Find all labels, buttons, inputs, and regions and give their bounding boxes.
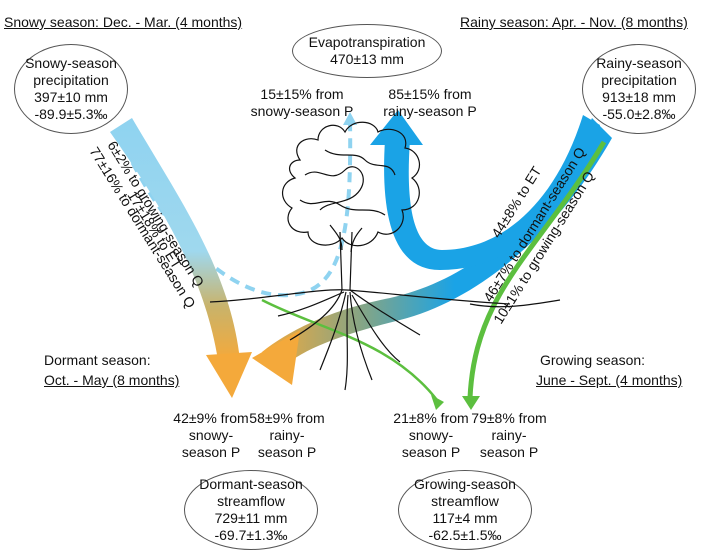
- rainy-to-dormant-band: [262, 118, 612, 370]
- snowy-to-dormant-band: [110, 118, 240, 360]
- et-line1: Evapotranspiration: [308, 34, 426, 50]
- dormant-snowy-source-line1: 42±9% from: [173, 410, 249, 426]
- dormant-season-title: Dormant season:: [44, 352, 151, 368]
- dormant-snowy-source-line3: season P: [181, 444, 241, 460]
- dormant-q-line2: streamflow: [217, 493, 285, 509]
- growing-rainy-source: 79±8% from rainy- season P: [464, 410, 554, 461]
- growing-streamflow-node: Growing-season streamflow 117±4 mm -62.5…: [398, 470, 532, 550]
- growing-season-range: June - Sept. (4 months): [536, 372, 683, 388]
- dormant-arrowhead-left: [206, 352, 252, 398]
- rainy-to-et-band: [384, 115, 600, 270]
- snowy-precip-line2: precipitation: [33, 72, 109, 88]
- snowy-precipitation-node: Snowy-season precipitation 397±10 mm -89…: [14, 44, 128, 134]
- dormant-rainy-source-line3: season P: [257, 444, 317, 460]
- rainy-growing-arrowhead: [462, 396, 480, 410]
- tree-illustration: [209, 121, 561, 391]
- et-line2: 470±13 mm: [330, 51, 404, 67]
- snowy-to-growing-flow: [261, 298, 438, 401]
- dormant-q-line1: Dormant-season: [199, 476, 303, 492]
- dormant-rainy-source-line1: 58±9% from: [249, 410, 325, 426]
- dormant-q-line4: -69.7±1.3‰: [214, 527, 288, 543]
- et-rainy-source-line2: rainy-season P: [383, 103, 477, 119]
- snowy-growing-arrowhead: [431, 395, 444, 410]
- rainy-precip-line2: precipitation: [601, 72, 677, 88]
- et-rainy-source-line1: 85±15% from: [388, 86, 472, 102]
- dormant-rainy-source: 58±9% from rainy- season P: [242, 410, 332, 461]
- et-rainy-source: 85±15% from rainy-season P: [374, 86, 486, 120]
- snowy-precip-line3: 397±10 mm: [34, 89, 108, 105]
- dormant-snowy-source-line2: snowy-: [188, 427, 234, 443]
- snowy-precip-line4: -89.9±5.3‰: [34, 106, 108, 122]
- dormant-streamflow-node: Dormant-season streamflow 729±11 mm -69.…: [184, 470, 318, 550]
- snowy-season-heading: Snowy season: Dec. - Mar. (4 months): [4, 14, 243, 30]
- growing-q-line4: -62.5±1.5‰: [428, 527, 502, 543]
- rainy-season-heading: Rainy season: Apr. - Nov. (8 months): [460, 14, 688, 30]
- snowy-precip-line1: Snowy-season: [25, 55, 117, 71]
- dormant-q-line3: 729±11 mm: [214, 510, 288, 526]
- growing-rainy-source-line1: 79±8% from: [471, 410, 547, 426]
- growing-rainy-source-line2: rainy-: [491, 427, 527, 443]
- dormant-arrowhead-right: [252, 330, 300, 385]
- dormant-rainy-source-line2: rainy-: [269, 427, 305, 443]
- dormant-snowy-source: 42±9% from snowy- season P: [166, 410, 256, 461]
- growing-snowy-source-line2: snowy-: [408, 427, 454, 443]
- growing-season-title: Growing season:: [540, 352, 646, 368]
- growing-snowy-source: 21±8% from snowy- season P: [386, 410, 476, 461]
- growing-snowy-source-line1: 21±8% from: [393, 410, 469, 426]
- rainy-precip-line1: Rainy-season: [596, 55, 682, 71]
- et-snowy-source-line1: 15±15% from: [260, 86, 344, 102]
- growing-q-line3: 117±4 mm: [432, 510, 498, 526]
- rainy-to-growing-flow: [467, 140, 607, 399]
- rainy-et-arrowhead: [370, 110, 423, 145]
- rainy-precipitation-node: Rainy-season precipitation 913±18 mm -55…: [582, 44, 696, 134]
- rainy-precip-line3: 913±18 mm: [602, 89, 676, 105]
- rainy-precip-line4: -55.0±2.8‰: [602, 106, 676, 122]
- et-snowy-source: 15±15% from snowy-season P: [246, 86, 358, 120]
- et-snowy-source-line2: snowy-season P: [250, 103, 354, 119]
- snowy-et-arrowhead: [343, 112, 357, 125]
- growing-snowy-source-line3: season P: [401, 444, 461, 460]
- evapotranspiration-node: Evapotranspiration 470±13 mm: [292, 24, 442, 78]
- growing-q-line1: Growing-season: [414, 476, 516, 492]
- growing-rainy-source-line3: season P: [479, 444, 539, 460]
- dormant-season-range: Oct. - May (8 months): [44, 372, 180, 388]
- growing-q-line2: streamflow: [431, 493, 499, 509]
